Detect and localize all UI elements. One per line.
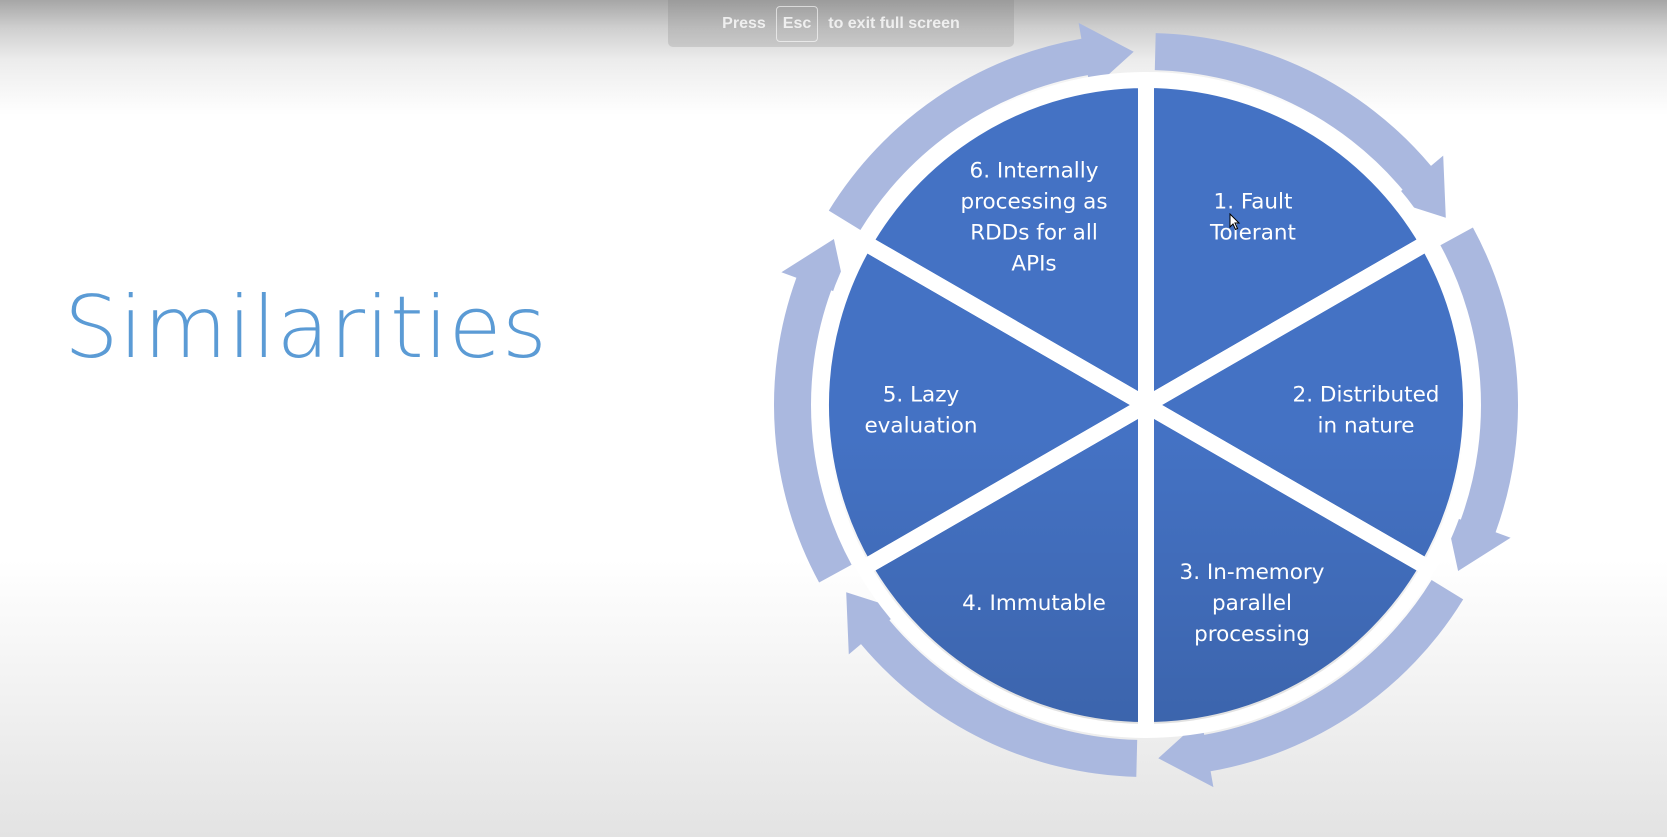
- cycle-segments: [813, 72, 1479, 738]
- esc-key-badge: Esc: [775, 5, 819, 42]
- segment-label-line: APIs: [1011, 252, 1056, 277]
- segment-label-4: 4. Immutable: [962, 591, 1106, 616]
- segment-label-line: 3. In-memory: [1180, 560, 1325, 585]
- cycle-arrow: [1440, 227, 1519, 571]
- segment-label-3: 3. In-memory parallel processing: [1180, 560, 1325, 647]
- segment-label-line: parallel: [1212, 591, 1292, 616]
- cycle-arrow-ring: [773, 22, 1519, 788]
- cycle-arrow: [828, 22, 1134, 231]
- segment-label-line: 6. Internally: [970, 159, 1099, 184]
- segment-label-line: 5. Lazy: [883, 383, 960, 408]
- segment-label-line: processing as: [960, 190, 1107, 215]
- segment-label-line: 4. Immutable: [962, 591, 1106, 616]
- segment-label-2: 2. Distributed in nature: [1293, 383, 1440, 439]
- segment-label-line: 1. Fault: [1214, 190, 1293, 215]
- cycle-arrow: [1158, 580, 1464, 788]
- segment-divider: [858, 234, 1434, 576]
- segment-label-line: 2. Distributed: [1293, 383, 1440, 408]
- slide-title: Similarities: [64, 278, 548, 378]
- cycle-arrow: [846, 592, 1138, 777]
- segment-label-line: processing: [1194, 622, 1310, 647]
- cycle-arrow: [1154, 33, 1446, 218]
- segment-label-line: Tolerant: [1209, 221, 1296, 246]
- segment-label-line: in nature: [1318, 414, 1415, 439]
- segment-label-line: RDDs for all: [970, 221, 1098, 246]
- cycle-arrow: [773, 239, 852, 583]
- fullscreen-exit-banner: Press Esc to exit full screen: [668, 0, 1014, 47]
- banner-press-text: Press: [722, 14, 766, 32]
- segment-label-5: 5. Lazy evaluation: [864, 383, 977, 439]
- banner-exit-text: to exit full screen: [828, 14, 960, 32]
- segment-label-line: evaluation: [864, 414, 977, 439]
- mouse-cursor-icon: [1229, 213, 1241, 231]
